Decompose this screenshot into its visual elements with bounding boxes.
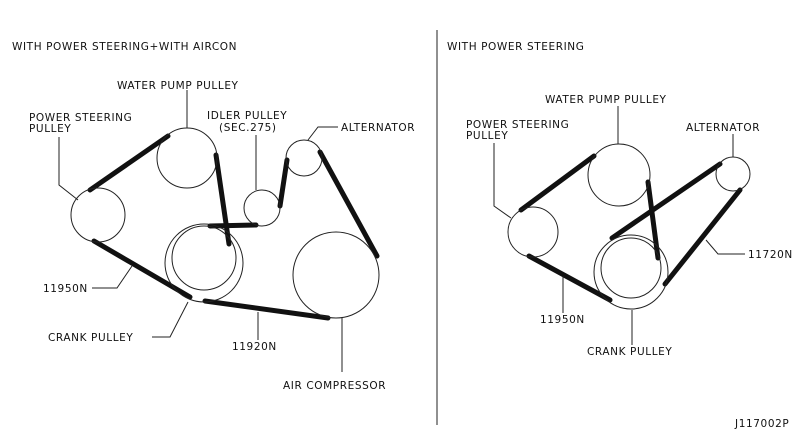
leader-line — [152, 301, 189, 338]
water-pump-pulley — [156, 127, 218, 189]
right-title: WITH POWER STEERING — [447, 41, 585, 53]
label-power-steering-2: PULLEY — [29, 123, 71, 135]
crank-pulley-inner — [600, 237, 662, 299]
belt — [202, 298, 331, 321]
power-steering-pulley — [70, 187, 126, 243]
idler-pulley — [243, 189, 281, 227]
leader-line — [307, 126, 338, 141]
right-belts — [518, 153, 743, 303]
leader-line — [58, 137, 79, 201]
belt — [207, 222, 259, 229]
label-power-steering: POWER STEERING — [466, 119, 569, 131]
belt — [609, 161, 723, 241]
leader-line — [493, 143, 512, 219]
label-belt-11950n: 11950N — [43, 283, 88, 295]
figure-id: J117002P — [734, 418, 789, 430]
label-air-compressor: AIR COMPRESSOR — [283, 380, 386, 392]
water-pump-pulley — [587, 143, 651, 207]
belt — [662, 187, 743, 287]
label-power-steering-2: PULLEY — [466, 130, 508, 142]
belt — [518, 153, 597, 213]
power-steering-pulley — [507, 206, 559, 258]
label-belt-11720n: 11720N — [748, 249, 793, 261]
belt — [277, 157, 290, 209]
right-diagram: WITH POWER STEERING WATER PUMP PULLEY PO… — [447, 41, 793, 358]
label-crank: CRANK PULLEY — [587, 346, 672, 358]
air-compressor-pulley — [292, 231, 380, 319]
belt — [87, 133, 171, 193]
belt — [645, 179, 661, 261]
leader-line — [92, 265, 133, 289]
belt — [91, 238, 193, 300]
label-alternator: ALTERNATOR — [686, 122, 760, 134]
alternator-pulley — [285, 139, 323, 177]
belt — [317, 149, 380, 259]
left-belts — [87, 133, 380, 321]
belt — [213, 152, 232, 247]
label-crank: CRANK PULLEY — [48, 332, 133, 344]
leader-line — [705, 239, 745, 255]
crank-pulley-outer — [164, 223, 244, 303]
alternator-pulley — [715, 156, 751, 192]
left-diagram: WITH POWER STEERING+WITH AIRCON WATER PU… — [12, 41, 415, 392]
left-title: WITH POWER STEERING+WITH AIRCON — [12, 41, 237, 53]
belt — [526, 253, 613, 303]
label-alternator: ALTERNATOR — [341, 122, 415, 134]
label-belt-11920n: 11920N — [232, 341, 277, 353]
crank-pulley-inner — [171, 225, 237, 291]
label-idler-sec: (SEC.275) — [219, 122, 277, 134]
label-water-pump: WATER PUMP PULLEY — [545, 94, 667, 106]
label-water-pump: WATER PUMP PULLEY — [117, 80, 239, 92]
label-idler: IDLER PULLEY — [207, 110, 287, 122]
label-belt-11950n: 11950N — [540, 314, 585, 326]
label-power-steering: POWER STEERING — [29, 112, 132, 124]
crank-pulley-outer — [593, 234, 669, 310]
